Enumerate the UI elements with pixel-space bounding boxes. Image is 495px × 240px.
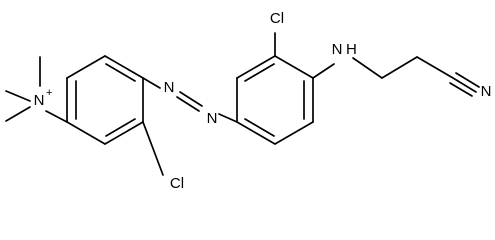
bond-chloro-bottom [142, 121, 164, 176]
atom-quaternary-nitrogen: N [34, 92, 45, 109]
atom-amine-hydrogen: H [346, 41, 357, 58]
bond-nitrile-2 [449, 82, 473, 97]
chemical-structure-diagram: Cl N H N N N N + Cl [5, 10, 492, 192]
bond-amine-chain-3 [416, 56, 454, 79]
bond-lines [5, 32, 480, 176]
atom-azo-nitrogen-left: N [164, 79, 175, 96]
atom-amine-nitrogen: N [332, 41, 343, 58]
bond-azo-double-1 [179, 91, 203, 107]
bond-ring-left-double-1 [105, 63, 136, 82]
bond-ring-left-4 [66, 121, 106, 145]
atom-nitrile-nitrogen: N [481, 83, 492, 100]
bond-ring-right-3 [274, 121, 314, 145]
formal-charge-plus: + [46, 87, 52, 99]
bond-amine [312, 63, 335, 79]
atom-azo-nitrogen-right: N [207, 110, 218, 127]
bond-methyl-3 [5, 106, 31, 122]
bond-amine-chain-2 [381, 56, 418, 79]
bond-ring-right-double-1 [244, 63, 275, 82]
bond-methyl-2 [5, 90, 31, 102]
bond-amine-chain-1 [352, 57, 383, 79]
bond-ring-left-6 [66, 55, 106, 79]
bond-ring-left-1 [104, 55, 144, 79]
bond-ring-right-1 [274, 55, 314, 79]
atom-cl-bottom: Cl [170, 175, 184, 192]
bond-azo-ring-left [142, 77, 161, 89]
atom-cl-top: Cl [270, 10, 284, 27]
bond-nitrile-3 [455, 72, 480, 88]
bond-azo-double-2 [176, 96, 200, 112]
bond-azo-ring-right [218, 113, 238, 123]
bond-ring-left-3 [104, 121, 144, 145]
bond-nitrile-1 [452, 77, 477, 93]
bond-ring-right-6 [236, 55, 276, 79]
bond-ring-left-double-2 [105, 118, 136, 137]
bond-quaternary-nitrogen [45, 110, 68, 123]
bond-ring-right-4 [236, 121, 276, 145]
bond-ring-right-double-3 [244, 118, 275, 137]
atom-labels: Cl N H N N N N + Cl [34, 10, 492, 192]
